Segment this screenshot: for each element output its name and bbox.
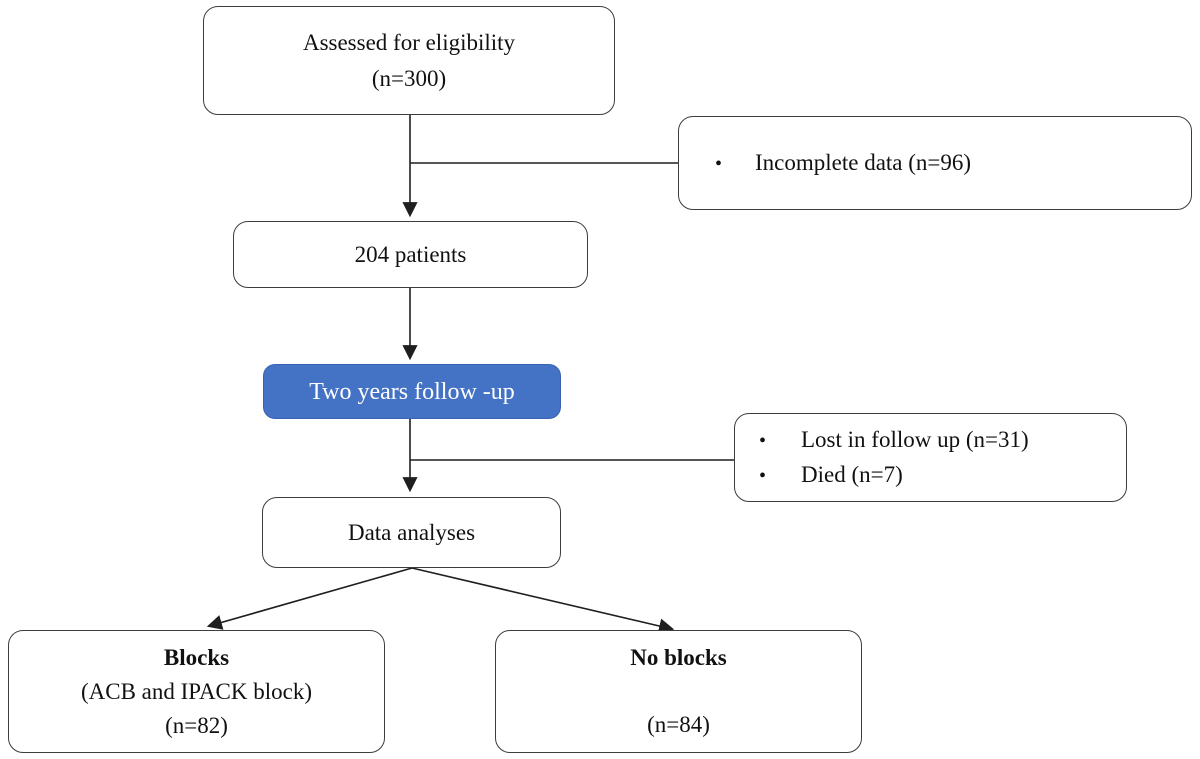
no-blocks-count: (n=84) bbox=[647, 712, 710, 737]
patients-box: 204 patients bbox=[233, 221, 588, 288]
bullet-icon: • bbox=[759, 429, 767, 452]
connector-analyses-to-noblocks bbox=[411, 567, 675, 634]
bullet-icon: • bbox=[759, 464, 767, 487]
blocks-detail: (ACB and IPACK block) bbox=[80, 678, 313, 704]
blocks-box: Blocks (ACB and IPACK block) (n=82) bbox=[8, 630, 385, 753]
died-label: Died (n=7) bbox=[801, 461, 903, 487]
followup-label: Two years follow -up bbox=[309, 378, 515, 405]
blocks-title: Blocks bbox=[163, 644, 230, 670]
no-blocks-title: No blocks bbox=[630, 645, 727, 670]
bullet-icon: • bbox=[715, 152, 723, 175]
data-analyses-label: Data analyses bbox=[347, 519, 476, 545]
connector-analyses-to-blocks bbox=[206, 567, 413, 630]
died-item: • Died (n=7) bbox=[759, 458, 1126, 493]
lost-followup-label: Lost in follow up (n=31) bbox=[801, 426, 1029, 452]
lost-followup-item: • Lost in follow up (n=31) bbox=[759, 423, 1126, 458]
patients-label: 204 patients bbox=[354, 241, 467, 267]
assessed-eligibility-count: (n=300) bbox=[371, 65, 447, 91]
incomplete-data-label: Incomplete data (n=96) bbox=[755, 149, 972, 175]
assessed-eligibility-box: Assessed for eligibility (n=300) bbox=[203, 6, 615, 115]
lost-followup-box: • Lost in follow up (n=31) • Died (n=7) bbox=[734, 413, 1127, 502]
data-analyses-box: Data analyses bbox=[262, 497, 561, 568]
incomplete-data-box: • Incomplete data (n=96) bbox=[678, 116, 1192, 210]
incomplete-data-item: • Incomplete data (n=96) bbox=[715, 146, 1191, 181]
blocks-count: (n=82) bbox=[165, 712, 228, 738]
followup-box: Two years follow -up bbox=[263, 364, 561, 419]
no-blocks-box: No blocks (n=84) bbox=[495, 630, 862, 753]
assessed-eligibility-line1: Assessed for eligibility bbox=[302, 29, 516, 55]
